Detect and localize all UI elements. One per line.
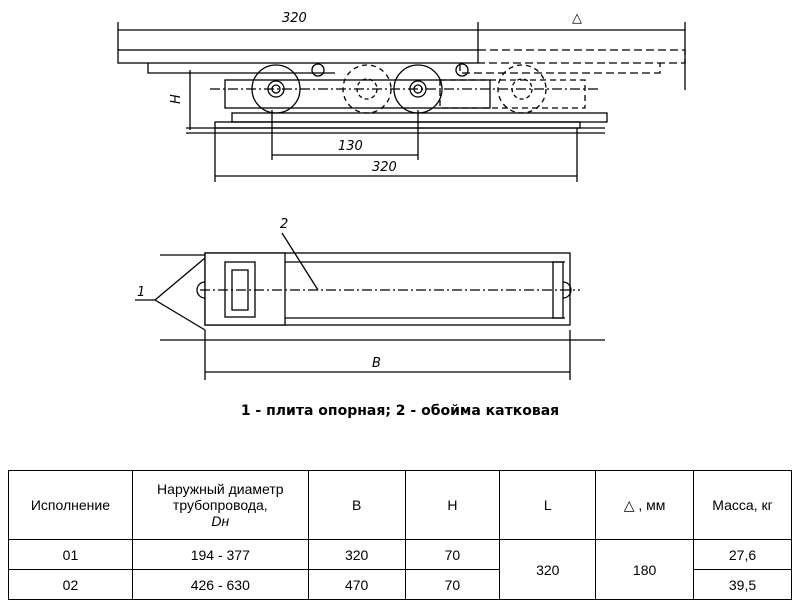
dim-bottom-320: 320 <box>372 160 397 175</box>
label-1: 1 <box>137 285 145 300</box>
table-header-row: Исполнение Наружный диаметр трубопровода… <box>8 470 792 540</box>
dim-130: 130 <box>338 139 363 154</box>
dim-h: H <box>169 94 184 104</box>
header-delta: △ , мм <box>595 470 694 540</box>
dim-top-320: 320 <box>282 11 307 26</box>
header-mass: Масса, кг <box>693 470 792 540</box>
label-2: 2 <box>280 217 288 232</box>
cell-variant: 02 <box>8 569 133 600</box>
table-row: 02 426 - 630 470 70 39,5 <box>8 569 792 600</box>
cell-variant: 01 <box>8 539 133 570</box>
cell-diameter: 194 - 377 <box>131 539 309 570</box>
side-view-drawing: 320 △ H 130 320 1 2 B <box>117 11 686 380</box>
header-l: L <box>499 470 597 540</box>
header-h: H <box>404 470 501 540</box>
cell-mass: 39,5 <box>693 569 792 600</box>
header-variant: Исполнение <box>8 470 133 540</box>
dim-delta: △ <box>572 11 582 26</box>
cell-l: 320 <box>499 539 597 600</box>
cell-diameter: 426 - 630 <box>131 569 309 600</box>
header-b: B <box>307 470 406 540</box>
drawing-caption: 1 - плита опорная; 2 - обойма катковая <box>240 403 560 419</box>
cell-h: 70 <box>404 539 501 570</box>
cell-mass: 27,6 <box>693 539 792 570</box>
table-row: 01 194 - 377 320 70 320 180 27,6 <box>8 539 792 600</box>
header-diameter: Наружный диаметр трубопровода,Dн <box>131 470 309 540</box>
cell-b: 320 <box>307 539 406 570</box>
header-diameter-symbol: Dн <box>211 513 230 529</box>
cell-delta: 180 <box>595 539 694 600</box>
specs-table: Исполнение Наружный диаметр трубопровода… <box>8 470 792 600</box>
dim-b: B <box>372 356 381 371</box>
header-diameter-label: Наружный диаметр трубопровода, <box>157 481 284 513</box>
cell-b: 470 <box>307 569 406 600</box>
plan-view-drawing <box>135 232 605 380</box>
cell-h: 70 <box>404 569 501 600</box>
